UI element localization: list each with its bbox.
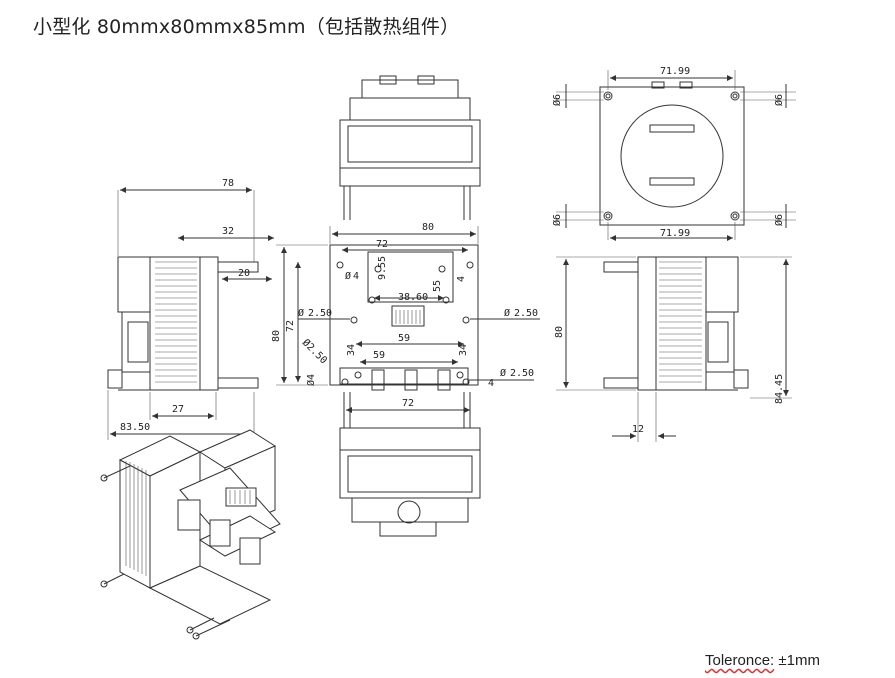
center-plan-view xyxy=(329,244,479,391)
dim-78: 78 xyxy=(222,178,234,189)
dim-80-top: 80 xyxy=(422,222,434,233)
dim-27: 27 xyxy=(172,404,184,415)
dim-6-a: Ø6 xyxy=(551,94,563,106)
dim-6-c: Ø6 xyxy=(551,214,563,226)
center-top-view xyxy=(339,75,481,220)
dim-34-a: 34 xyxy=(346,344,357,356)
dim-20: 20 xyxy=(238,268,250,279)
dim-80-right: 80 xyxy=(554,326,565,338)
dim-32: 32 xyxy=(222,226,234,237)
page-title: 小型化 80mmx80mmx85mm（包括散热组件） xyxy=(33,16,460,38)
dim-72-bottom: 72 xyxy=(402,398,414,409)
dim-12: 12 xyxy=(632,424,644,435)
dim-84-45: 84.45 xyxy=(774,374,785,404)
right-side-dimensions: 80 84.45 12 xyxy=(554,256,792,442)
dim-80-v: 80 xyxy=(271,330,282,342)
dim-2-50-d: 2.50 xyxy=(510,368,534,379)
dim-dia-2-50-d: Ø xyxy=(500,367,506,379)
dim-59-a: 59 xyxy=(398,333,410,344)
dim-dia-2-50-a: Ø xyxy=(298,307,304,319)
dim-2-50-b: 2.50 xyxy=(514,308,538,319)
dim-72-top: 72 xyxy=(376,239,388,250)
right-side-view xyxy=(603,256,749,391)
center-bottom-view xyxy=(339,392,481,537)
dim-4-a: 4 xyxy=(353,271,359,282)
left-side-view xyxy=(107,256,259,391)
center-dimensions: 80 72 Ø 4 9.55 4 38.60 55 Ø 2.50 Ø 2.50 … xyxy=(271,222,540,413)
dim-4-d: Ø4 xyxy=(305,374,317,386)
top-right-view xyxy=(599,81,745,226)
dim-71-99-bottom: 71.99 xyxy=(660,228,690,239)
dim-71-99-top: 71.99 xyxy=(660,66,690,77)
dim-2-50-a: 2.50 xyxy=(308,308,332,319)
dim-6-b: Ø6 xyxy=(773,94,785,106)
dim-83-50: 83.50 xyxy=(120,422,150,433)
dim-55: 55 xyxy=(432,280,443,292)
dim-6-d: Ø6 xyxy=(773,214,785,226)
dim-dia-2-50-b: Ø xyxy=(504,307,510,319)
dim-9-55: 9.55 xyxy=(377,256,388,280)
dim-4-b: 4 xyxy=(456,276,467,282)
dim-72-v: 72 xyxy=(285,320,296,332)
dim-2-50-c: Ø2.50 xyxy=(300,337,330,367)
dim-4-c: 4 xyxy=(488,378,494,389)
dim-38-60: 38.60 xyxy=(398,292,428,303)
tolerance-value: ±1mm xyxy=(778,652,820,669)
dim-59-b: 59 xyxy=(373,350,385,361)
isometric-view xyxy=(100,429,281,640)
left-dimensions: 78 32 20 27 83.50 xyxy=(107,178,274,440)
top-right-dimensions: 71.99 71.99 Ø6 Ø6 Ø6 Ø6 xyxy=(551,66,796,241)
dim-dia-4-a: Ø xyxy=(345,270,351,282)
dim-34-b: 34 xyxy=(458,344,469,356)
tolerance-label: Toleronce: xyxy=(705,652,775,669)
tolerance-note: Toleronce: ±1mm xyxy=(705,652,820,669)
